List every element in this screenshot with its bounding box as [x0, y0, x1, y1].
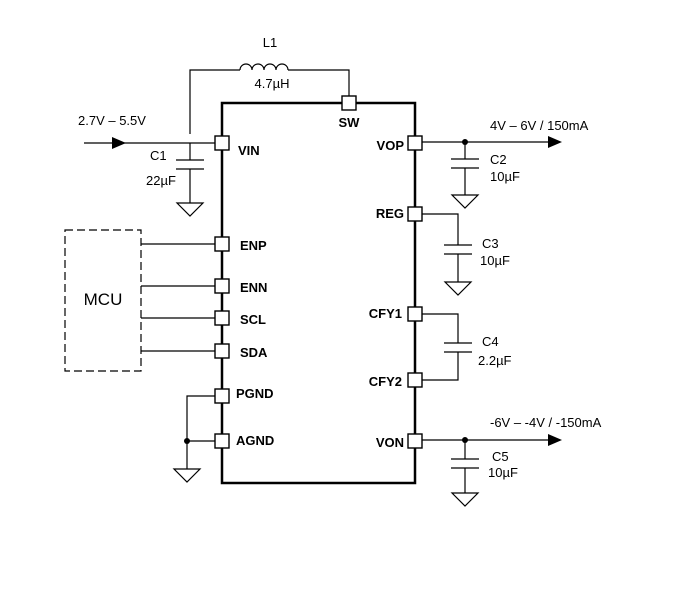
- pin-vop-label: VOP: [377, 138, 405, 153]
- ground-c2-icon: [450, 194, 480, 209]
- ground-main-icon: [172, 468, 202, 483]
- wire-pgnd-agnd: [186, 395, 215, 442]
- c2-name: C2: [490, 152, 507, 167]
- pin-agnd-label: AGND: [236, 433, 274, 448]
- input-voltage-label: 2.7V – 5.5V: [78, 113, 146, 128]
- pin-vin-label: VIN: [238, 143, 260, 158]
- pin-sw: [341, 95, 357, 111]
- pin-enn-label: ENN: [240, 280, 267, 295]
- pin-enn: [214, 278, 230, 294]
- wire-reg: [422, 213, 459, 245]
- input-arrow-icon: [112, 137, 126, 149]
- inductor-l1-coil: [239, 63, 289, 71]
- c4-name: C4: [482, 334, 499, 349]
- wire-cfy1: [422, 313, 459, 343]
- vop-output-arrow-icon: [548, 136, 562, 148]
- pin-reg-label: REG: [376, 206, 404, 221]
- c2-value: 10µF: [490, 169, 520, 184]
- von-output-arrow-icon: [548, 434, 562, 446]
- ground-c5-icon: [450, 492, 480, 507]
- pin-enp: [214, 236, 230, 252]
- pin-reg: [407, 206, 423, 222]
- c3-name: C3: [482, 236, 499, 251]
- pin-enp-label: ENP: [240, 238, 267, 253]
- pin-agnd: [214, 433, 230, 449]
- c1-name: C1: [150, 148, 167, 163]
- pin-cfy1: [407, 306, 423, 322]
- pin-sda-label: SDA: [240, 345, 268, 360]
- pin-von-label: VON: [376, 435, 404, 450]
- l1-name: L1: [263, 35, 277, 50]
- wire-l1-left: [189, 69, 240, 134]
- pin-pgnd-label: PGND: [236, 386, 274, 401]
- c3-value: 10µF: [480, 253, 510, 268]
- l1-value: 4.7µH: [255, 76, 290, 91]
- pin-vin: [214, 135, 230, 151]
- ground-c3-icon: [443, 281, 473, 296]
- pin-von: [407, 433, 423, 449]
- pin-cfy2-label: CFY2: [369, 374, 402, 389]
- mcu-label: MCU: [84, 290, 123, 309]
- mcu-block: [64, 229, 142, 372]
- positive-output-label: 4V – 6V / 150mA: [490, 118, 589, 133]
- pin-cfy1-label: CFY1: [369, 306, 402, 321]
- wire-l1-right: [288, 69, 350, 96]
- pin-sw-label: SW: [339, 115, 361, 130]
- pin-scl-label: SCL: [240, 312, 266, 327]
- c5-value: 10µF: [488, 465, 518, 480]
- pin-scl: [214, 310, 230, 326]
- negative-output-label: -6V – -4V / -150mA: [490, 415, 602, 430]
- ground-c1-icon: [175, 202, 205, 217]
- wire-cfy2: [422, 352, 459, 381]
- c5-name: C5: [492, 449, 509, 464]
- pin-pgnd: [214, 388, 230, 404]
- pin-vop: [407, 135, 423, 151]
- c4-value: 2.2µF: [478, 353, 512, 368]
- c1-value: 22µF: [146, 173, 176, 188]
- pin-cfy2: [407, 372, 423, 388]
- pin-sda: [214, 343, 230, 359]
